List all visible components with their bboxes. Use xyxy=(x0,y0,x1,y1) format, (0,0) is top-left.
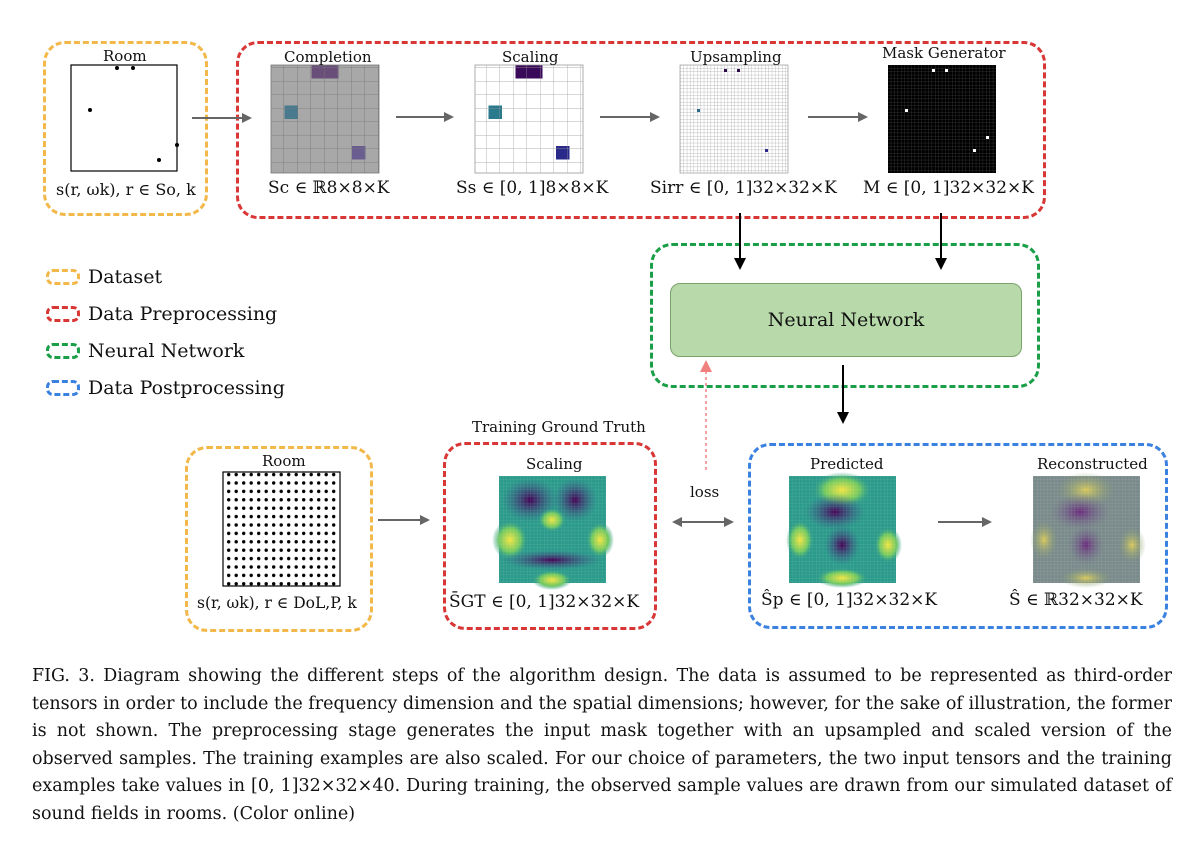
mask-grid xyxy=(888,65,996,173)
legend-preprocessing: Data Preprocessing xyxy=(46,302,277,326)
room-bottom-expression: s(r, ωk), r ∈ DoL,P, k xyxy=(197,594,357,612)
predicted-label: Predicted xyxy=(810,455,884,473)
scaling-top-label: Scaling xyxy=(502,48,559,66)
neural-network-label: Neural Network xyxy=(767,309,925,331)
scaling-top-expression: Ss ∈ [0, 1]8×8×K xyxy=(456,178,609,198)
legend-neural-network-label: Neural Network xyxy=(88,340,245,362)
figure-caption: FIG. 3. Diagram showing the different st… xyxy=(32,666,1172,824)
legend-preprocessing-label: Data Preprocessing xyxy=(88,303,278,325)
legend-dataset-label: Dataset xyxy=(88,266,163,288)
neural-network-block: Neural Network xyxy=(670,283,1022,357)
room-top-expression: s(r, ωk), r ∈ So, k xyxy=(56,180,196,199)
reconstructed-heatmap xyxy=(1030,472,1146,588)
predicted-heatmap xyxy=(786,472,902,588)
legend-postprocessing-swatch xyxy=(46,380,80,396)
preprocessing-box-top xyxy=(236,41,1046,219)
completion-label: Completion xyxy=(284,48,372,66)
postprocessing-box xyxy=(748,443,1168,629)
scaling-bottom-label: Scaling xyxy=(526,455,583,473)
upsampling-grid xyxy=(679,64,789,174)
scaling-top-grid xyxy=(474,64,584,174)
upsampling-expression: Sirr ∈ [0, 1]32×32×K xyxy=(650,178,837,198)
scaling-bottom-expression: S̄GT ∈ [0, 1]32×32×K xyxy=(449,592,640,612)
room-bottom-label: Room xyxy=(262,452,306,470)
completion-expression: Sc ∈ ℝ8×8×K xyxy=(268,178,390,198)
reconstructed-label: Reconstructed xyxy=(1037,455,1148,473)
mask-expression: M ∈ [0, 1]32×32×K xyxy=(863,178,1034,198)
dataset-box-top xyxy=(43,41,208,216)
preprocessing-box-bottom xyxy=(443,442,657,630)
scaling-bottom-heatmap xyxy=(492,476,614,590)
upsampling-label: Upsampling xyxy=(690,48,782,66)
legend-postprocessing: Data Postprocessing xyxy=(46,376,285,400)
completion-grid xyxy=(270,64,380,174)
room-bottom-grid xyxy=(222,471,341,587)
legend-dataset: Dataset xyxy=(46,265,162,289)
legend-neural-network: Neural Network xyxy=(46,339,244,363)
dataset-box-bottom xyxy=(185,446,373,632)
reconstructed-expression: Ŝ ∈ ℝ32×32×K xyxy=(1009,590,1143,610)
legend-dataset-swatch xyxy=(46,269,80,285)
neural-network-box xyxy=(650,243,1040,388)
room-top-label: Room xyxy=(103,47,147,65)
legend-preprocessing-swatch xyxy=(46,306,80,322)
predicted-expression: Ŝp ∈ [0, 1]32×32×K xyxy=(761,590,938,610)
legend-neural-network-swatch xyxy=(46,343,80,359)
loss-label: loss xyxy=(690,483,720,501)
legend-postprocessing-label: Data Postprocessing xyxy=(88,377,285,399)
room-top-square xyxy=(70,64,178,172)
training-ground-truth-label: Training Ground Truth xyxy=(472,418,646,436)
mask-generator-label: Mask Generator xyxy=(882,44,1006,62)
